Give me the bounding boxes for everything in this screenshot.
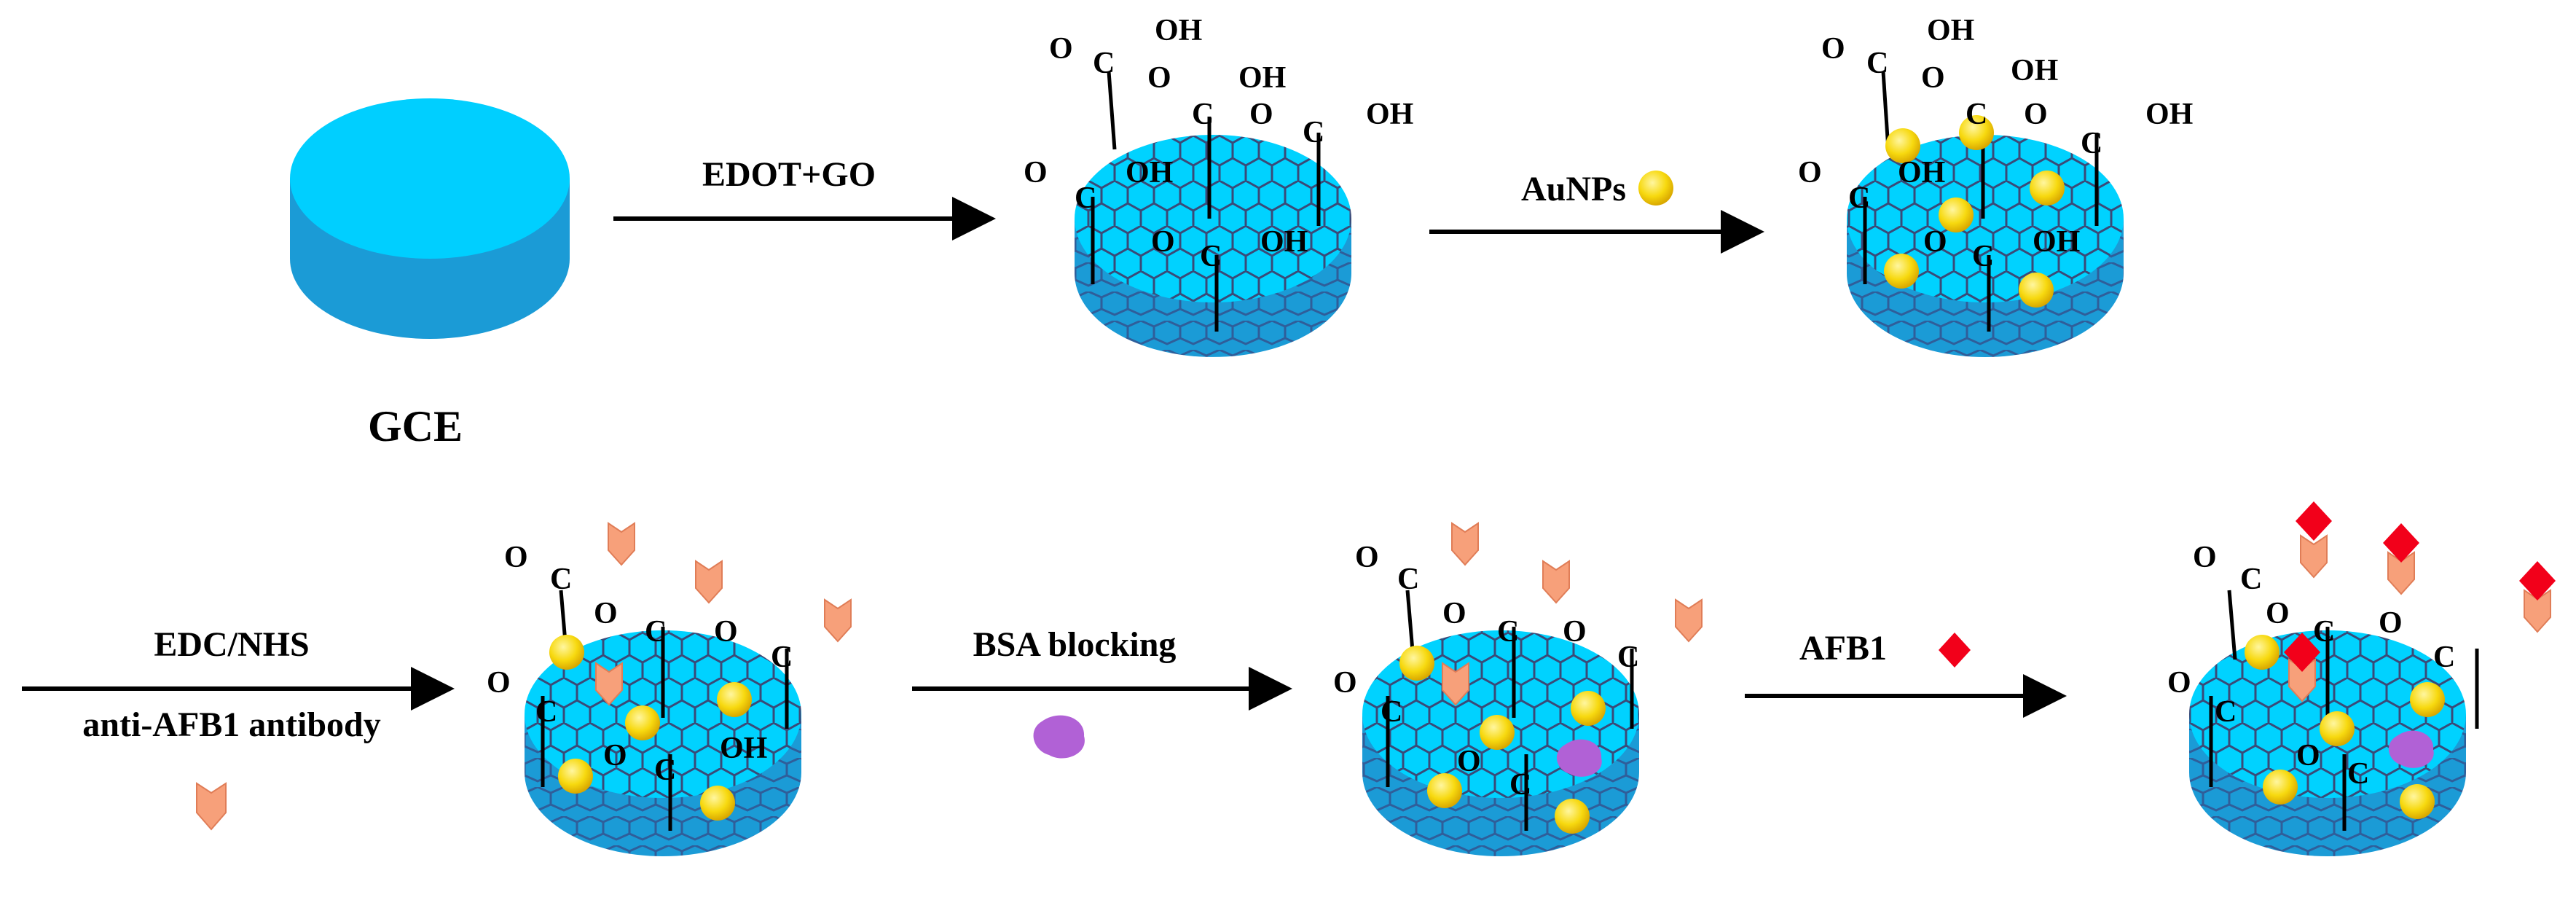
svg-text:O: O bbox=[504, 541, 528, 574]
svg-text:O: O bbox=[1333, 666, 1357, 700]
gce-label: GCE bbox=[368, 402, 463, 450]
svg-text:C: C bbox=[1509, 768, 1531, 802]
svg-text:OH: OH bbox=[1155, 14, 1202, 47]
svg-text:OH: OH bbox=[720, 732, 767, 765]
svg-text:C: C bbox=[1866, 47, 1888, 80]
svg-text:O: O bbox=[2266, 597, 2290, 630]
svg-text:O: O bbox=[1798, 156, 1822, 189]
step5-label: AFB1 bbox=[1799, 629, 1887, 668]
svg-text:C: C bbox=[2433, 641, 2455, 674]
svg-text:O: O bbox=[1151, 225, 1175, 259]
svg-text:OH: OH bbox=[1260, 225, 1308, 259]
svg-text:O: O bbox=[1147, 61, 1171, 95]
bsa-legend-icon bbox=[1033, 715, 1085, 759]
carboxyl-groups-stage3 bbox=[541, 590, 789, 831]
svg-text:C: C bbox=[1848, 181, 1870, 215]
svg-text:OH: OH bbox=[1238, 61, 1286, 95]
electrode-go bbox=[1075, 135, 1351, 357]
svg-text:O: O bbox=[1024, 156, 1048, 189]
svg-text:C: C bbox=[1192, 98, 1214, 131]
antibody-legend-icon bbox=[196, 782, 227, 831]
svg-text:OH: OH bbox=[2033, 225, 2080, 259]
step4-label: BSA blocking bbox=[973, 625, 1177, 664]
svg-text:C: C bbox=[1075, 181, 1096, 215]
svg-text:C: C bbox=[1966, 98, 1987, 131]
step3-label-line1: EDC/NHS bbox=[154, 625, 309, 664]
svg-text:C: C bbox=[2347, 757, 2369, 791]
svg-text:O: O bbox=[1821, 32, 1845, 66]
svg-text:C: C bbox=[1497, 615, 1519, 649]
svg-text:OH: OH bbox=[2011, 54, 2058, 87]
svg-text:OH: OH bbox=[1366, 98, 1413, 131]
svg-text:C: C bbox=[645, 615, 667, 649]
gold-nanoparticles-stage4 bbox=[1399, 646, 1606, 834]
gold-nanoparticle-legend-icon bbox=[1638, 171, 1673, 206]
gold-nanoparticles-stage3 bbox=[549, 635, 752, 821]
svg-text:C: C bbox=[2215, 695, 2237, 729]
gold-nanoparticles-stage2 bbox=[1884, 115, 2065, 308]
step2-label: AuNPs bbox=[1521, 170, 1626, 208]
svg-text:C: C bbox=[654, 754, 676, 787]
svg-text:C: C bbox=[1200, 240, 1222, 273]
bsa-molecule-stage5 bbox=[2388, 730, 2434, 768]
svg-text:O: O bbox=[2296, 739, 2320, 772]
antibodies-stage4 bbox=[1442, 522, 1703, 706]
chem-labels-stage1: O C OH O C OH O C OH O C OH O C OH bbox=[1024, 14, 1413, 273]
svg-text:O: O bbox=[1921, 61, 1945, 95]
svg-text:C: C bbox=[2240, 563, 2262, 596]
antibodies-stage3 bbox=[595, 522, 852, 706]
svg-text:O: O bbox=[1457, 745, 1481, 778]
svg-text:O: O bbox=[1355, 541, 1379, 574]
svg-text:C: C bbox=[2313, 615, 2335, 649]
svg-text:OH: OH bbox=[1126, 156, 1173, 189]
svg-text:C: C bbox=[1617, 641, 1639, 674]
chem-labels-stage2: O C OH O C OH O C OH O C OH O C OH bbox=[1798, 14, 2193, 273]
carboxyl-groups-stage5 bbox=[2209, 590, 2479, 831]
svg-text:C: C bbox=[550, 563, 572, 596]
svg-text:OH: OH bbox=[1927, 14, 1974, 47]
svg-text:O: O bbox=[1049, 32, 1073, 66]
svg-text:O: O bbox=[1442, 597, 1466, 630]
svg-text:O: O bbox=[603, 739, 627, 772]
svg-text:O: O bbox=[2379, 606, 2403, 640]
svg-text:C: C bbox=[1972, 240, 1994, 273]
chem-labels-stage5: O C O C O C O C O C bbox=[2167, 541, 2455, 791]
bsa-molecule bbox=[1556, 739, 1602, 777]
step3-label-line2: anti-AFB1 antibody bbox=[82, 705, 380, 744]
svg-text:C: C bbox=[1397, 563, 1419, 596]
svg-text:O: O bbox=[2167, 666, 2191, 700]
svg-text:OH: OH bbox=[2145, 98, 2193, 131]
carboxyl-groups-stage4 bbox=[1386, 590, 1634, 831]
step1-label: EDOT+GO bbox=[702, 155, 876, 194]
svg-text:C: C bbox=[1093, 47, 1115, 80]
antibodies-stage5 bbox=[2288, 534, 2551, 703]
svg-text:O: O bbox=[714, 615, 738, 649]
gce-electrode bbox=[290, 98, 570, 339]
gold-nanoparticles-stage5 bbox=[2245, 635, 2445, 819]
svg-text:C: C bbox=[2081, 127, 2102, 160]
svg-text:C: C bbox=[535, 695, 557, 729]
svg-text:O: O bbox=[2024, 98, 2048, 131]
svg-text:C: C bbox=[1303, 116, 1324, 149]
chem-labels-stage3: O C O C O C O C O C OH bbox=[487, 541, 793, 787]
svg-text:O: O bbox=[594, 597, 618, 630]
svg-text:OH: OH bbox=[1898, 156, 1945, 189]
svg-text:C: C bbox=[1381, 695, 1402, 729]
svg-text:C: C bbox=[771, 641, 793, 674]
carboxyl-groups-stage1 bbox=[1091, 71, 1321, 332]
svg-text:O: O bbox=[2193, 541, 2217, 574]
svg-text:O: O bbox=[487, 666, 511, 700]
afb1-legend-icon bbox=[1939, 633, 1971, 668]
svg-text:O: O bbox=[1249, 98, 1273, 131]
chem-labels-stage4: O C O C O C O C O C bbox=[1333, 541, 1639, 802]
afb1-molecules-stage5 bbox=[2284, 501, 2556, 672]
svg-text:O: O bbox=[1563, 615, 1587, 649]
svg-text:O: O bbox=[1923, 225, 1947, 259]
